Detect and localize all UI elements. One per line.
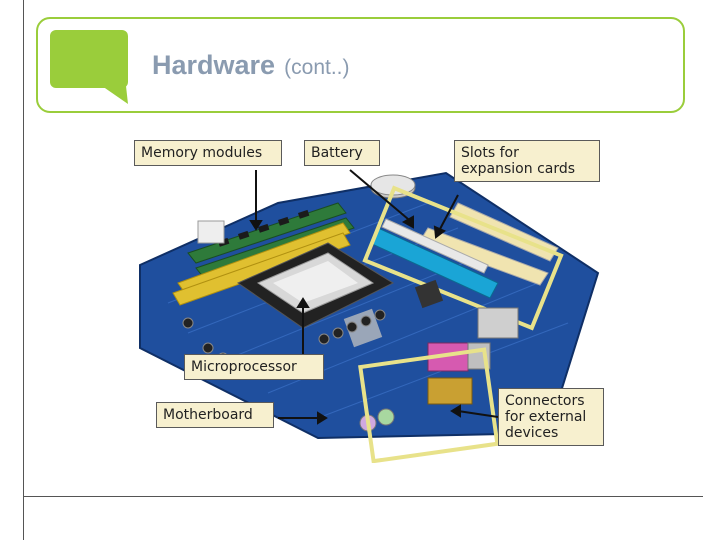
motherboard-label: Motherboard — [156, 402, 274, 428]
slots-highlight — [362, 185, 564, 331]
memory-modules-label: Memory modules — [134, 140, 282, 166]
slots-label: Slots for expansion cards — [454, 140, 600, 182]
microprocessor-label: Microprocessor — [184, 354, 324, 380]
page-title: Hardware (cont..) — [152, 50, 350, 81]
microprocessor-graphic — [236, 242, 395, 329]
title-text: Hardware — [152, 50, 276, 80]
speech-bubble-icon — [50, 30, 128, 104]
bottom-rule — [23, 496, 703, 497]
connectors-highlight — [358, 347, 500, 463]
connectors-label: Connectors for external devices — [498, 388, 604, 446]
battery-label: Battery — [304, 140, 380, 166]
memory-modules-graphic — [172, 202, 355, 306]
title-frame — [36, 17, 685, 113]
left-rule — [23, 0, 24, 540]
title-suffix: (cont..) — [284, 56, 350, 79]
